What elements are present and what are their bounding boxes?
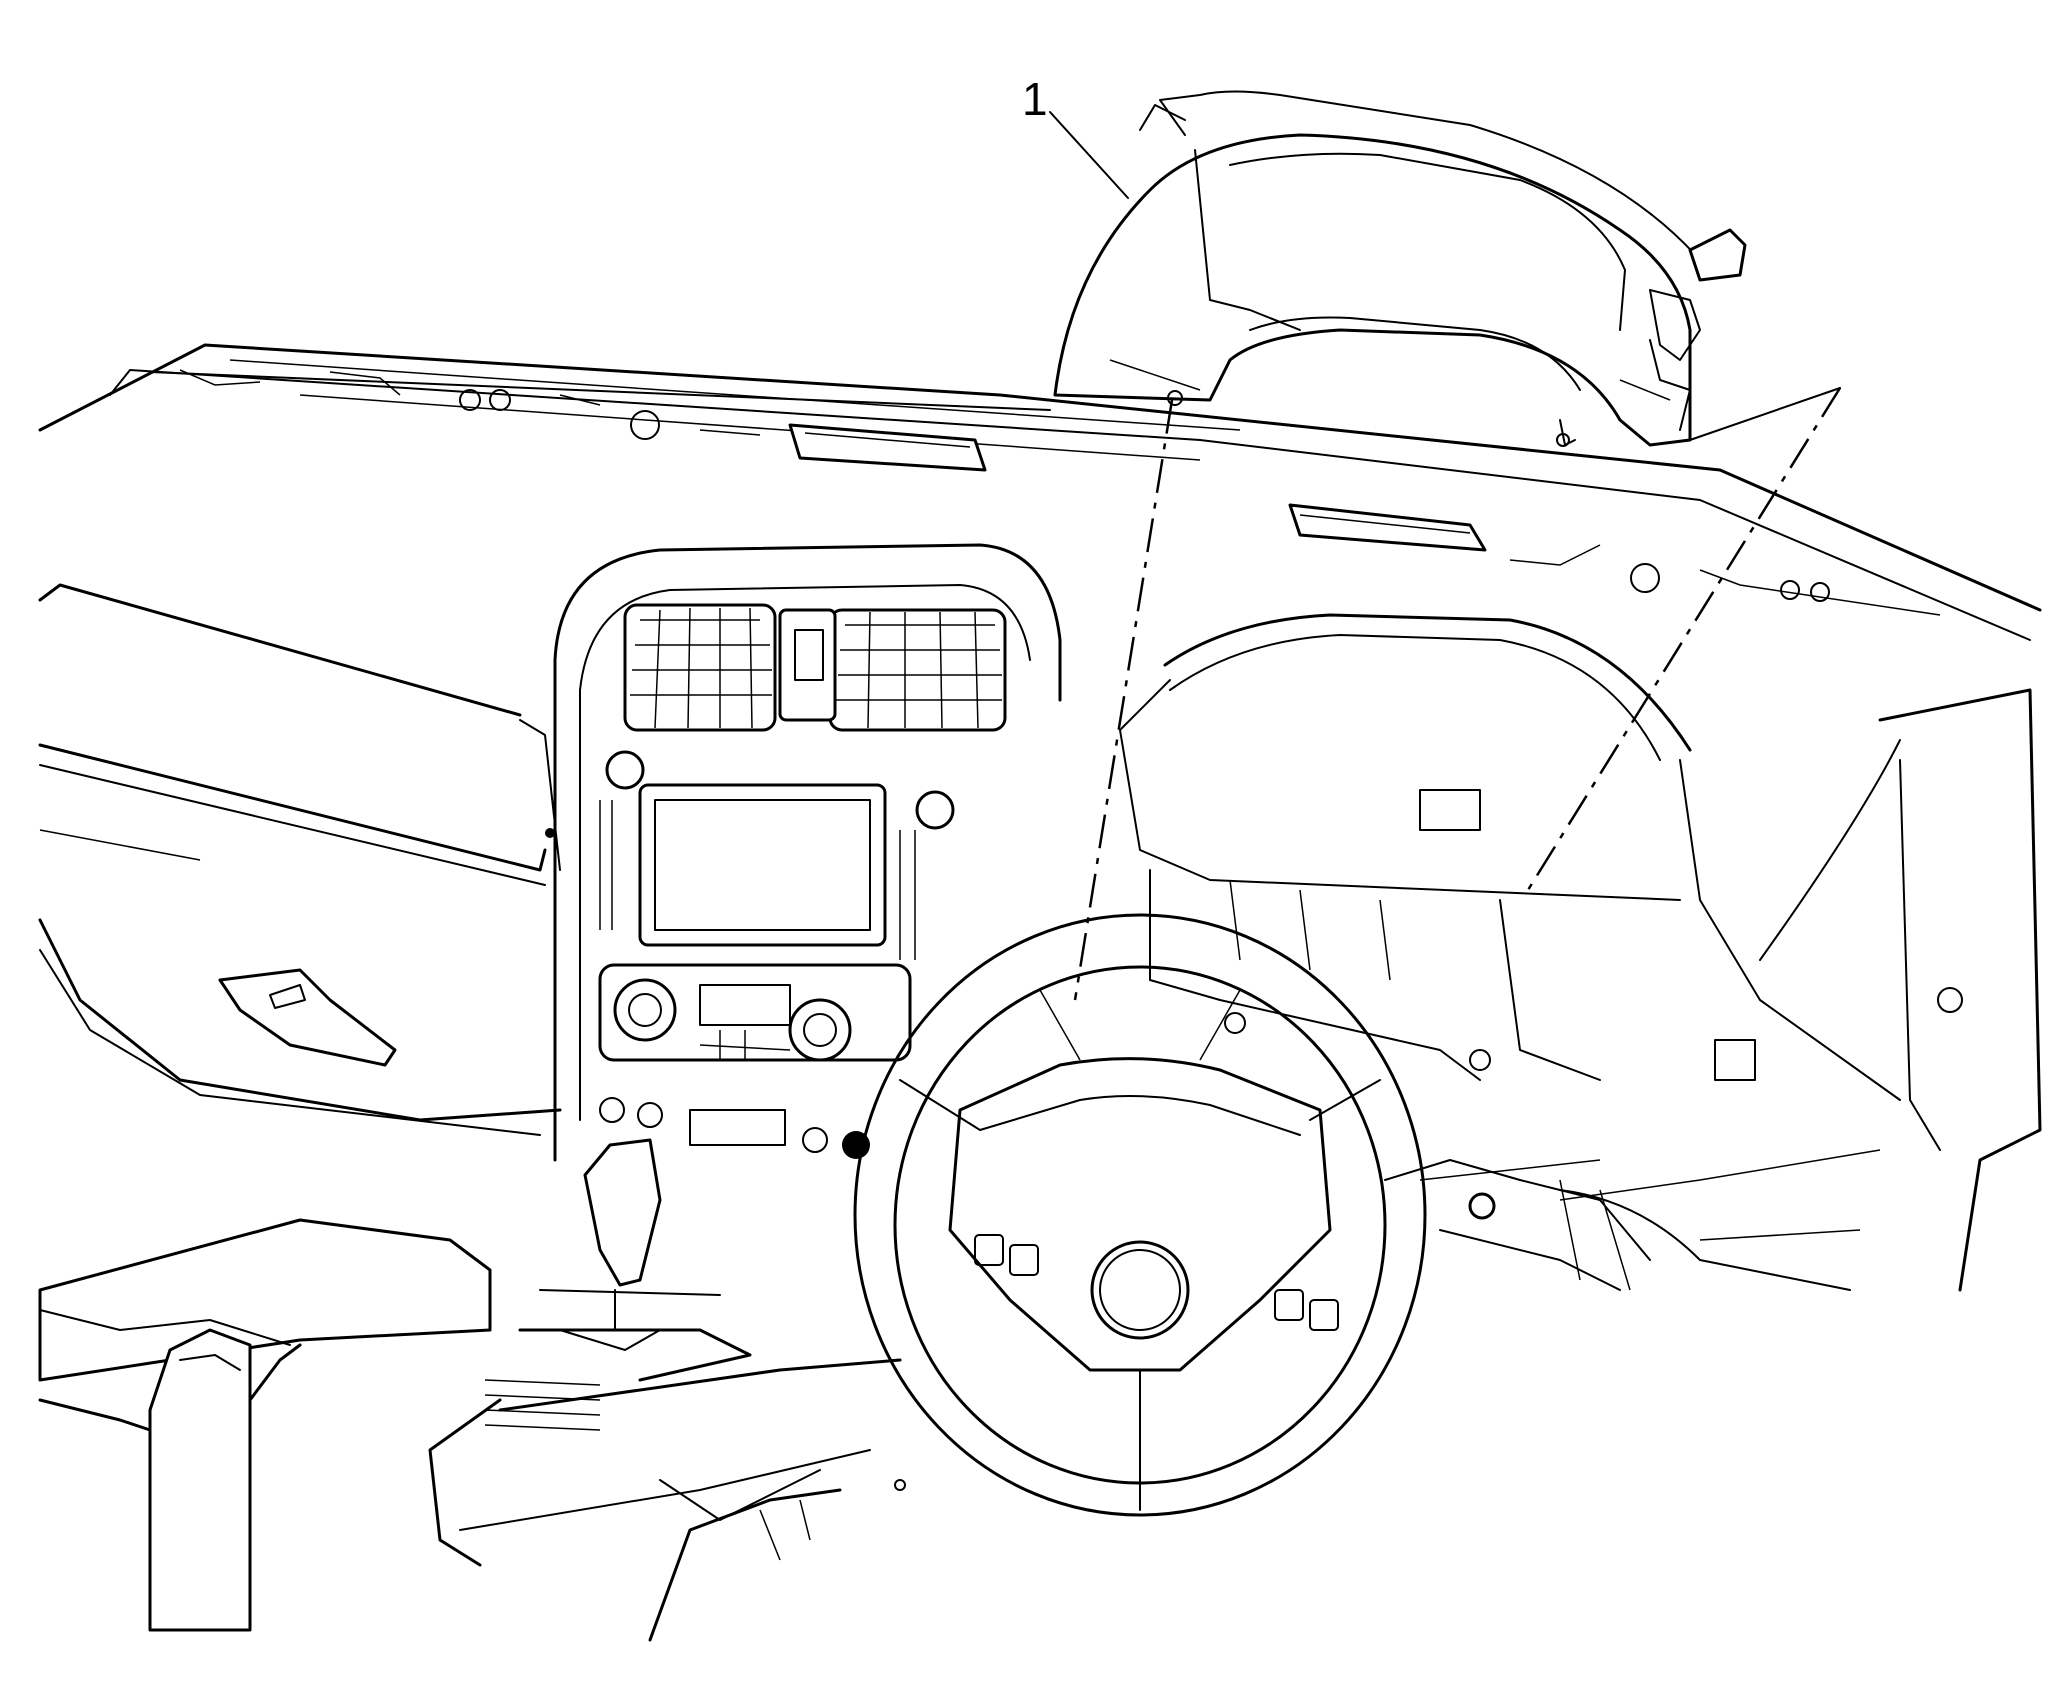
alignment-line-left [1073, 399, 1174, 1001]
knee-panel [648, 1469, 906, 1642]
passenger-side-panel [38, 583, 562, 1136]
instrument-panel-upper [38, 343, 2042, 641]
cluster-bezel [1053, 90, 1747, 447]
alignment-line-right [1526, 387, 1842, 891]
alignment-line-top [1689, 387, 1841, 441]
callout-1-label: 1 [1022, 73, 1048, 125]
steering-wheel [853, 913, 1427, 1517]
shift-console [428, 1138, 902, 1567]
callout-1-leader [1049, 111, 1129, 199]
cluster-opening [1119, 613, 2042, 1292]
center-stack [553, 543, 1062, 1162]
steering-column [1384, 1159, 1651, 1291]
center-armrest [38, 1218, 492, 1632]
callout-leaders [1049, 111, 1842, 1001]
